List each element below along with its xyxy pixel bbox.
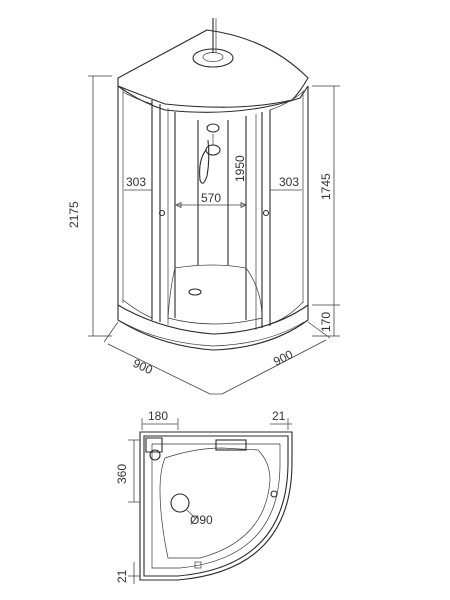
dim-left-door-width: 303 (126, 175, 146, 189)
plan-dim-right: 21 (272, 409, 286, 423)
dim-center-arrow-r (240, 201, 247, 209)
plan-view: Ø90 180 21 360 21 (115, 409, 293, 584)
left-side-glass (122, 91, 153, 319)
back-panel (174, 112, 247, 320)
plan-mixer-icon (149, 449, 161, 461)
dim-center-arrow-l (175, 201, 182, 209)
dim-total-height: 2175 (67, 201, 81, 228)
roof-fan-inner (202, 52, 224, 62)
dim-depth-left: 900 (131, 356, 155, 377)
roof-rim (117, 85, 309, 113)
dim-right-door-width: 303 (279, 175, 299, 189)
plan-dim-bottom: 21 (115, 569, 129, 583)
cabin-view: 570 303 303 1950 2175 1745 170 900 900 (67, 18, 340, 395)
dim-inner-height: 1950 (233, 155, 247, 182)
plan-door-clip (194, 561, 202, 569)
plan-drain-label: Ø90 (190, 513, 213, 527)
dim-depth-right-line (221, 339, 327, 395)
plan-corner-fixture (145, 437, 163, 453)
dim-depth-left-ext (103, 321, 119, 343)
plan-seat (215, 439, 247, 451)
dim-depth-right: 900 (271, 347, 295, 369)
dim-center-width: 570 (201, 191, 221, 205)
dim-depth-left-line (107, 343, 211, 395)
tray-drain-icon (188, 288, 202, 296)
dim-depth-right-ext (307, 321, 331, 339)
tray-inner (167, 264, 263, 325)
right-door-handle (262, 209, 270, 217)
plan-dim-side: 360 (115, 464, 129, 484)
plan-inner-rim (151, 443, 281, 569)
dim-tray-height: 170 (319, 312, 333, 332)
left-door-handle (158, 209, 166, 217)
dim-cabin-height: 1745 (319, 173, 333, 200)
left-door-panel (151, 100, 161, 322)
plan-drain-leader (186, 509, 197, 520)
shower-head-icon (206, 123, 220, 133)
tray-bottom (121, 321, 305, 347)
tray-top (117, 304, 309, 335)
plan-basin (159, 447, 271, 559)
shower-hose (199, 139, 210, 184)
plan-dim-top: 180 (148, 409, 168, 423)
right-side-glass (269, 91, 304, 325)
plan-handle-icon (270, 490, 278, 498)
plan-drain-icon (170, 493, 190, 513)
plan-frame (143, 435, 289, 577)
right-door-panel (261, 110, 271, 328)
plan-outer (139, 431, 293, 581)
tray-skirt (117, 305, 309, 351)
back-column (197, 120, 229, 265)
